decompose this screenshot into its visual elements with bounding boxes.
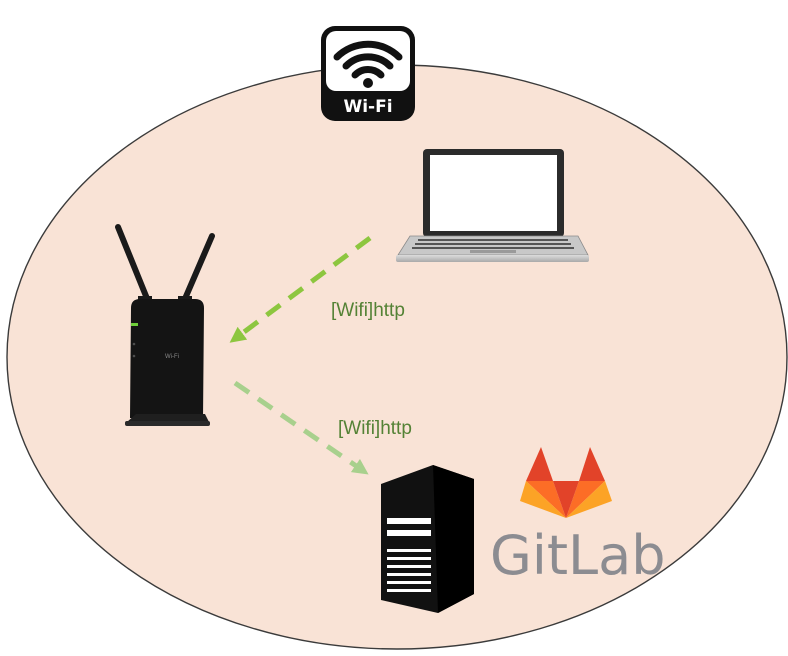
laptop-icon xyxy=(396,149,589,262)
server-icon xyxy=(381,465,474,613)
edge-label-router-server: [Wifi]http xyxy=(338,418,412,439)
gitlab-logo-icon xyxy=(520,447,612,518)
wifi-badge: Wi-Fi xyxy=(321,26,415,121)
router-icon: Wi-Fi xyxy=(115,224,215,426)
router-brand-text: Wi-Fi xyxy=(165,354,179,360)
edge-router-to-server xyxy=(233,380,369,475)
gitlab-wordmark: GitLab xyxy=(490,524,665,587)
wifi-icon xyxy=(333,40,403,79)
edge-label-laptop-router: [Wifi]http xyxy=(331,300,405,321)
wifi-badge-caption: Wi-Fi xyxy=(343,97,392,117)
